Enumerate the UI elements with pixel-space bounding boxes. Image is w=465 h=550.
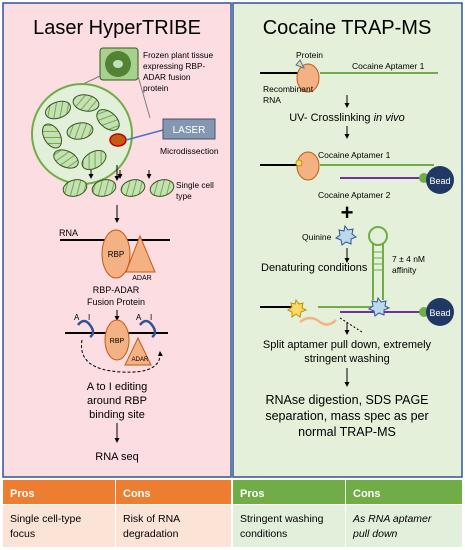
split-label-1: Split aptamer pull down, extremely xyxy=(263,339,432,351)
fusion-caption-2: Fusion Protein xyxy=(87,297,145,307)
svg-text:I: I xyxy=(150,313,152,322)
svg-text:RBP: RBP xyxy=(108,250,124,259)
final-label-3: normal TRAP-MS xyxy=(298,425,396,439)
tissue-thumbnail xyxy=(99,47,139,81)
editing-caption-2: around RBP xyxy=(87,395,147,407)
plus-sign: + xyxy=(341,200,354,225)
pros-cons-table: Pros Cons Pros Cons Single cell-type foc… xyxy=(3,480,462,547)
protein-2 xyxy=(296,151,320,181)
recombinant-label-2: RNA xyxy=(263,95,281,105)
aptamer1-label-2: Cocaine Aptamer 1 xyxy=(318,150,391,160)
svg-text:ADAR: ADAR xyxy=(132,275,151,282)
right-title: Cocaine TRAP-MS xyxy=(263,17,432,39)
right-cons-2: pull down xyxy=(352,528,398,540)
editing-caption-3: binding site xyxy=(89,409,145,421)
hairpin-aptamer xyxy=(368,226,388,300)
microdissection-label: Microdissection xyxy=(160,146,219,156)
left-cons-1: Risk of RNA xyxy=(123,513,180,525)
left-pros-1: Single cell-type xyxy=(10,513,81,525)
editing-caption-1: A to I editing xyxy=(87,381,148,393)
svg-text:RBP: RBP xyxy=(110,338,125,345)
bead-1 xyxy=(426,166,454,194)
rbp-protein xyxy=(101,229,131,279)
svg-text:A: A xyxy=(136,313,142,322)
single-cell-chloroplasts xyxy=(62,179,175,197)
right-pros-1: Stringent washing xyxy=(240,513,324,525)
protein-1 xyxy=(296,63,320,93)
uv-crosslinking-label: UV- Crosslinking in vivo xyxy=(289,112,405,124)
right-pros-2: conditions xyxy=(240,528,287,540)
left-cons-header: Cons xyxy=(123,488,151,500)
svg-text:Frozen plant tissue: Frozen plant tissue xyxy=(143,50,213,60)
left-pros-2: focus xyxy=(10,528,35,540)
single-cell-caption-2: type xyxy=(176,191,192,201)
laser-label: LASER xyxy=(173,125,206,136)
laser-box xyxy=(162,118,216,140)
svg-text:ADAR fusion: ADAR fusion xyxy=(143,72,191,82)
final-label-1: RNAse digestion, SDS PAGE xyxy=(265,393,428,407)
svg-text:Bead: Bead xyxy=(429,308,450,318)
recombinant-label-1: Recombinant xyxy=(263,84,314,94)
quinine-icon xyxy=(334,224,358,246)
svg-text:ADAR: ADAR xyxy=(132,357,149,363)
right-pros-header: Pros xyxy=(240,488,264,500)
svg-text:I: I xyxy=(88,313,90,322)
aptamer2-label: Cocaine Aptamer 2 xyxy=(318,190,391,200)
final-label-2: separation, mass spec as per xyxy=(265,409,428,423)
quinine-label: Quinine xyxy=(302,232,332,242)
affinity-label: affinity xyxy=(392,265,417,275)
editing-diagram: RBP ADAR A I A I xyxy=(65,313,168,373)
left-cons-2: degradation xyxy=(123,528,179,540)
right-cons-header: Cons xyxy=(353,488,381,500)
single-cell-caption-1: Single cell xyxy=(176,180,214,190)
aptamer1-label-1: Cocaine Aptamer 1 xyxy=(352,61,425,71)
rnaseq-label: RNA seq xyxy=(95,451,138,463)
right-cons-1: As RNA aptamer xyxy=(352,513,432,525)
svg-text:protein: protein xyxy=(143,83,169,93)
split-label-2: stringent washing xyxy=(304,353,390,365)
bead-2 xyxy=(426,298,454,326)
plant-cell xyxy=(31,83,133,185)
svg-text:expressing RBP-: expressing RBP- xyxy=(143,61,205,71)
svg-text:Bead: Bead xyxy=(429,176,450,186)
fusion-caption-1: RBP-ADAR xyxy=(93,285,140,295)
affinity-value: 7 ± 4 nM xyxy=(392,254,425,264)
svg-text:A: A xyxy=(74,313,80,322)
denaturing-label: Denaturing conditions xyxy=(261,262,368,274)
adar-domain xyxy=(125,234,156,273)
rna-label: RNA xyxy=(59,228,78,238)
left-pros-header: Pros xyxy=(10,488,34,500)
left-title: Laser HyperTRIBE xyxy=(33,17,201,39)
tissue-caption: Frozen plant tissue expressing RBP- ADAR… xyxy=(143,50,213,93)
protein-label: Protein xyxy=(296,50,323,60)
